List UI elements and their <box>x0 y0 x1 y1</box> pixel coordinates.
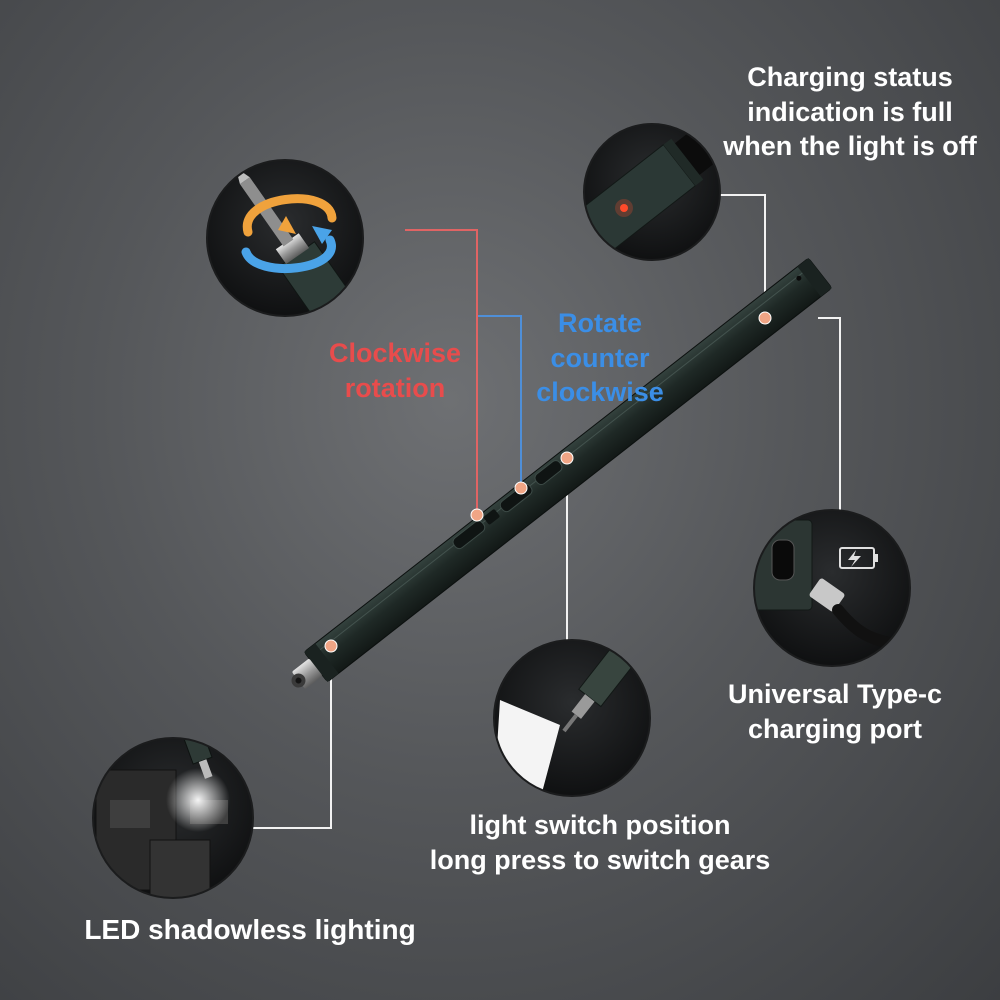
light-switch-label: light switch position long press to swit… <box>380 808 820 877</box>
typec-line-1: Universal Type-c <box>727 679 943 709</box>
charging-status-line-3: when the light is off <box>723 131 977 162</box>
rotation-button-cw <box>452 520 486 550</box>
light-switch-button <box>534 460 563 486</box>
light-switch-circle <box>493 639 651 797</box>
marker-dot-charging <box>758 311 772 325</box>
ccw-line-3: clockwise <box>536 377 664 408</box>
clockwise-rotation-label: Clockwise rotation <box>300 336 490 405</box>
callout-line-clockwise <box>405 229 478 515</box>
typec-line-2: charging port <box>748 713 922 744</box>
typec-port-circle <box>753 509 911 667</box>
ccw-line-1: Rotate <box>557 308 642 338</box>
counter-clockwise-label: Rotate counter clockwise <box>515 306 685 410</box>
rotation-detail-circle <box>206 159 364 317</box>
marker-dot-light <box>560 451 574 465</box>
marker-dot-ccw <box>514 481 528 495</box>
led-lighting-circle <box>92 737 254 899</box>
charging-status-line-2: indication is full <box>747 96 953 127</box>
clockwise-line-2: rotation <box>344 372 446 403</box>
callout-line-ccw <box>478 315 522 488</box>
callout-line-charging <box>712 194 766 318</box>
charging-led-icon <box>620 204 628 212</box>
callout-line-typec <box>818 317 841 512</box>
led-lighting-label: LED shadowless lighting <box>50 912 450 948</box>
light-switch-line-1: light switch position <box>469 810 731 840</box>
screwdriver <box>291 258 832 689</box>
marker-dot-led <box>324 639 338 653</box>
led-line-1: LED shadowless lighting <box>84 914 416 945</box>
clockwise-line-1: Clockwise <box>328 338 462 368</box>
rotation-arrows-icon <box>241 194 337 273</box>
ccw-line-2: counter <box>550 342 650 373</box>
marker-dot-clockwise <box>470 508 484 522</box>
battery-charging-icon <box>839 547 878 569</box>
typec-port-label: Universal Type-c charging port <box>690 677 980 746</box>
charging-status-label: Charging status indication is full when … <box>705 60 995 164</box>
callout-line-led <box>252 646 332 829</box>
light-switch-line-2: long press to switch gears <box>429 844 771 875</box>
charging-status-line-1: Charging status <box>747 62 953 92</box>
